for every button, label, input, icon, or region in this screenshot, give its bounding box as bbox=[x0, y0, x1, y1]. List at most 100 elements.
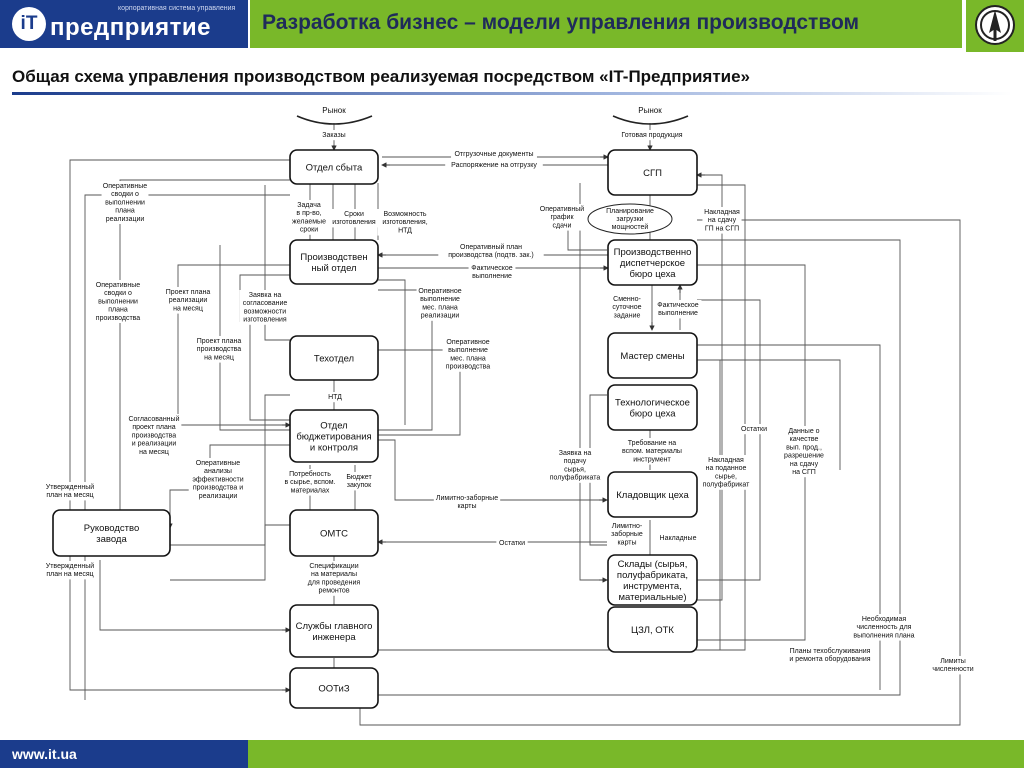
node-label-sales: Отдел сбыта bbox=[306, 163, 363, 174]
node-box-ootiz bbox=[289, 667, 379, 709]
title-bar: Разработка бизнес – модели управления пр… bbox=[250, 0, 962, 48]
edge-label-bg bbox=[654, 300, 702, 319]
node-box-dispatch bbox=[607, 239, 698, 286]
connector-line bbox=[69, 159, 290, 691]
edge-label-bg bbox=[42, 561, 98, 580]
connector-line bbox=[378, 279, 406, 425]
edge-label-bg bbox=[929, 656, 977, 675]
edge-label-bg bbox=[442, 337, 494, 372]
page-title: Разработка бизнес – модели управления пр… bbox=[262, 11, 860, 34]
edge-label-bg bbox=[101, 181, 149, 224]
node-box-management bbox=[52, 509, 171, 557]
emblem-icon bbox=[975, 5, 1015, 45]
edge-label-bg bbox=[538, 204, 586, 231]
node-box-master bbox=[607, 332, 698, 379]
node-box-techbureau bbox=[607, 384, 698, 431]
node-label-supply: ОМТС bbox=[320, 529, 348, 540]
connector-line bbox=[177, 264, 290, 426]
edge-label-bg bbox=[702, 207, 742, 234]
node-label-storekeeper: Кладовщик цеха bbox=[616, 490, 689, 501]
edge-label-bg bbox=[433, 493, 501, 512]
edge-label-bg bbox=[738, 424, 770, 435]
connector-line bbox=[697, 184, 746, 651]
edge-label-bg bbox=[547, 448, 603, 483]
market-left-label: Рынок bbox=[322, 106, 346, 115]
connector-line bbox=[697, 174, 723, 601]
connector-line bbox=[697, 344, 881, 690]
node-label-tech: Техотдел bbox=[314, 354, 354, 365]
connector-line bbox=[264, 185, 290, 341]
logo-text: предприятие bbox=[50, 14, 212, 41]
footer: www.it.ua bbox=[0, 740, 1024, 768]
connector-line bbox=[170, 524, 290, 581]
edge-label-invoices: Накладные bbox=[660, 535, 697, 542]
edge-label-bg bbox=[445, 160, 543, 171]
edge-label-bg bbox=[468, 263, 516, 282]
edge-label-bg bbox=[92, 280, 144, 323]
node-label-master: Мастер смены bbox=[620, 351, 684, 362]
connector-line bbox=[170, 394, 290, 546]
footer-bar bbox=[248, 740, 1024, 768]
edge-label-bg bbox=[438, 242, 544, 261]
edge-label-bg bbox=[239, 290, 291, 325]
edge-label-bg bbox=[162, 287, 214, 314]
node-box-lab bbox=[607, 606, 698, 653]
edge-label-bg bbox=[609, 521, 645, 548]
edge-label-bg bbox=[278, 469, 342, 496]
edge-label-bg bbox=[700, 455, 752, 490]
node-box-budget bbox=[289, 409, 379, 463]
edge-label-bg bbox=[126, 414, 182, 457]
edge-label-leftovers2: Остатки bbox=[499, 540, 525, 547]
market-right-label: Рынок bbox=[638, 106, 662, 115]
connector-line bbox=[219, 245, 290, 431]
footer-url[interactable]: www.it.ua bbox=[12, 746, 77, 762]
diagram-heading: Общая схема управления производством реа… bbox=[12, 67, 751, 86]
node-box-sgp bbox=[607, 149, 698, 196]
edge-label-bg bbox=[304, 561, 364, 596]
edge-label-bg bbox=[291, 200, 327, 235]
edge-label-orders: Заказы bbox=[322, 132, 345, 139]
edge-label-bg bbox=[416, 286, 464, 321]
edge-label-finished_goods: Готовая продукция bbox=[621, 132, 682, 139]
connector-line bbox=[84, 194, 290, 700]
connector-line bbox=[579, 183, 607, 581]
edge-label-bg bbox=[618, 438, 686, 465]
edge-label-ntd: НТД bbox=[328, 394, 342, 401]
logo[interactable]: iT корпоративная система управления пред… bbox=[0, 0, 248, 48]
market-arc-left bbox=[296, 115, 373, 125]
edge-label-bg bbox=[343, 472, 375, 491]
connector-line bbox=[697, 299, 761, 581]
edge-label-bg bbox=[658, 533, 698, 544]
logo-circle bbox=[12, 7, 46, 41]
